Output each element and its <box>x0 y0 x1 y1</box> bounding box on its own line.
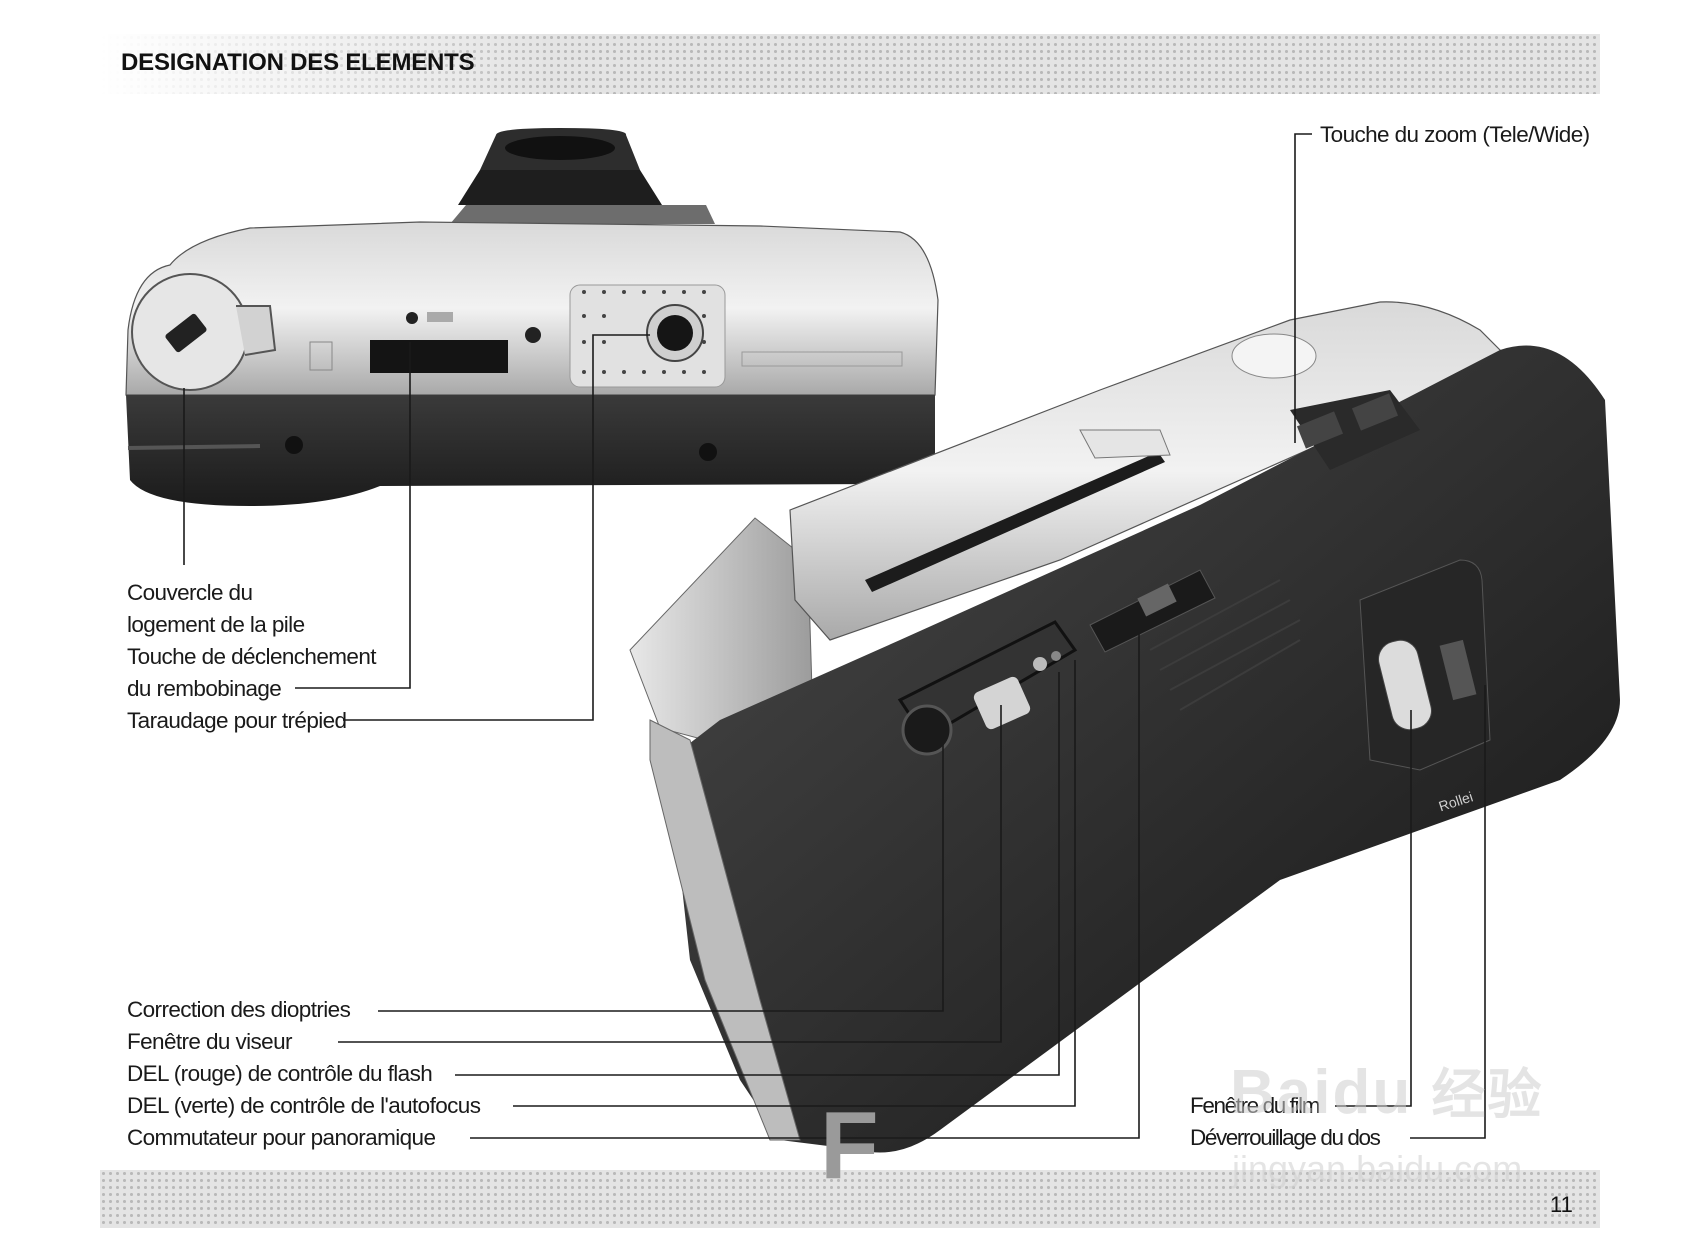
label-tripod-socket: Taraudage pour trépied <box>127 708 347 733</box>
label-battery-cover-line1: Couvercle du <box>127 580 253 605</box>
watermark-url: jingyan.baidu.com <box>1232 1148 1523 1189</box>
label-film-window: Fenêtre du film <box>1190 1093 1320 1118</box>
header-band <box>100 34 1600 94</box>
label-diopter-correction: Correction des dioptries <box>127 997 351 1022</box>
label-rewind-line1: Touche de déclenchement <box>127 644 376 669</box>
section-letter: F <box>820 1092 879 1199</box>
leader-lines <box>183 133 1486 1139</box>
label-zoom-button: Touche du zoom (Tele/Wide) <box>1320 122 1590 147</box>
footer-band <box>100 1170 1600 1228</box>
watermark-logo-cn: 经验 <box>1431 1065 1544 1125</box>
label-led-red-flash: DEL (rouge) de contrôle du flash <box>127 1061 433 1086</box>
camera-back-view: Rollei <box>629 301 1620 1153</box>
camera-bottom-view <box>125 128 939 506</box>
page-title: DESIGNATION DES ELEMENTS <box>121 49 475 76</box>
label-panorama-switch: Commutateur pour panoramique <box>127 1125 436 1150</box>
page-number: 11 <box>1550 1192 1573 1217</box>
label-led-green-autofocus: DEL (verte) de contrôle de l'autofocus <box>127 1093 481 1118</box>
label-viewfinder-window: Fenêtre du viseur <box>127 1029 292 1054</box>
watermark-logo: Baidu 经验 <box>1230 1050 1543 1129</box>
label-back-release: Déverrouillage du dos <box>1190 1125 1381 1150</box>
label-rewind-line2: du rembobinage <box>127 676 282 701</box>
label-battery-cover-line2: logement de la pile <box>127 612 305 637</box>
watermark-logo-text: Baidu <box>1230 1058 1413 1127</box>
